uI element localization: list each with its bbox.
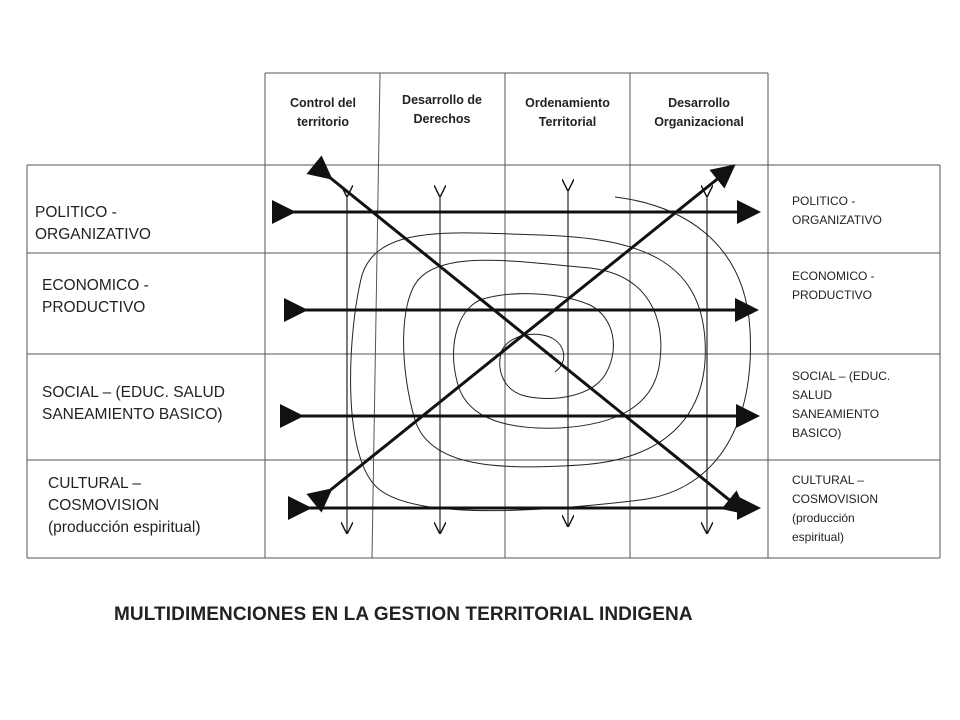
row-label-line2: PRODUCTIVO — [42, 299, 146, 316]
column-header-ordenamiento-territorial: Ordenamiento Territorial — [507, 94, 628, 132]
row-label-left-cultural: CULTURAL – COSMOVISION (producción espir… — [48, 473, 201, 539]
column-header-line1: Ordenamiento — [525, 96, 610, 110]
row-label-line2: PRODUCTIVO — [792, 288, 873, 302]
row-label-line4: BASICO) — [792, 426, 842, 440]
row-label-line2: SALUD — [792, 388, 833, 402]
column-header-desarrollo-derechos: Desarrollo de Derechos — [382, 91, 502, 129]
diagram-title: MULTIDIMENCIONES EN LA GESTION TERRITORI… — [114, 604, 693, 625]
row-label-line1: POLITICO - — [792, 194, 856, 208]
row-label-line1: CULTURAL – — [792, 473, 865, 487]
row-label-right-politico: POLITICO - ORGANIZATIVO — [792, 192, 882, 230]
row-label-line1: SOCIAL – (EDUC. SALUD — [42, 384, 225, 401]
row-label-line1: CULTURAL – — [48, 475, 142, 492]
row-label-left-social: SOCIAL – (EDUC. SALUD SANEAMIENTO BASICO… — [42, 382, 225, 426]
row-label-right-economico: ECONOMICO - PRODUCTIVO — [792, 267, 875, 305]
row-label-left-economico: ECONOMICO - PRODUCTIVO — [42, 275, 149, 319]
row-label-line3: SANEAMIENTO — [792, 407, 880, 421]
vertical-arrows — [347, 190, 707, 533]
row-label-line2: SANEAMIENTO BASICO) — [42, 406, 223, 423]
row-label-right-cultural: CULTURAL – COSMOVISION (producción espir… — [792, 471, 878, 547]
diagonal-arrow-down-right — [306, 155, 748, 515]
row-label-line2: COSMOVISION — [48, 497, 160, 514]
column-header-line1: Desarrollo de — [402, 93, 482, 107]
row-label-line4: espiritual) — [792, 530, 845, 544]
row-label-line3: (producción — [792, 511, 855, 525]
column-header-line1: Desarrollo — [668, 96, 730, 110]
diagonal-arrows — [306, 155, 748, 515]
row-label-line1: ECONOMICO - — [792, 269, 875, 283]
row-label-right-social: SOCIAL – (EDUC. SALUD SANEAMIENTO BASICO… — [792, 367, 890, 443]
row-label-line2: COSMOVISION — [792, 492, 879, 506]
diagonal-arrow-up-right — [306, 164, 736, 513]
row-label-line1: POLITICO - — [35, 204, 117, 221]
row-label-left-politico: POLITICO - ORGANIZATIVO — [35, 202, 151, 246]
column-header-line2: Territorial — [538, 115, 597, 129]
row-label-line3: (producción espiritual) — [48, 519, 201, 536]
row-label-line2: ORGANIZATIVO — [35, 226, 151, 243]
column-header-line2: Organizacional — [654, 115, 744, 129]
column-header-line2: Derechos — [413, 112, 471, 126]
column-header-line1: Control del — [290, 96, 356, 110]
column-header-desarrollo-organizacional: Desarrollo Organizacional — [632, 94, 766, 132]
column-header-control-territorio: Control del territorio — [268, 94, 378, 132]
row-label-line2: ORGANIZATIVO — [792, 213, 882, 227]
column-header-line2: territorio — [296, 115, 350, 129]
row-label-line1: SOCIAL – (EDUC. — [792, 369, 891, 383]
row-label-line1: ECONOMICO - — [42, 277, 149, 294]
